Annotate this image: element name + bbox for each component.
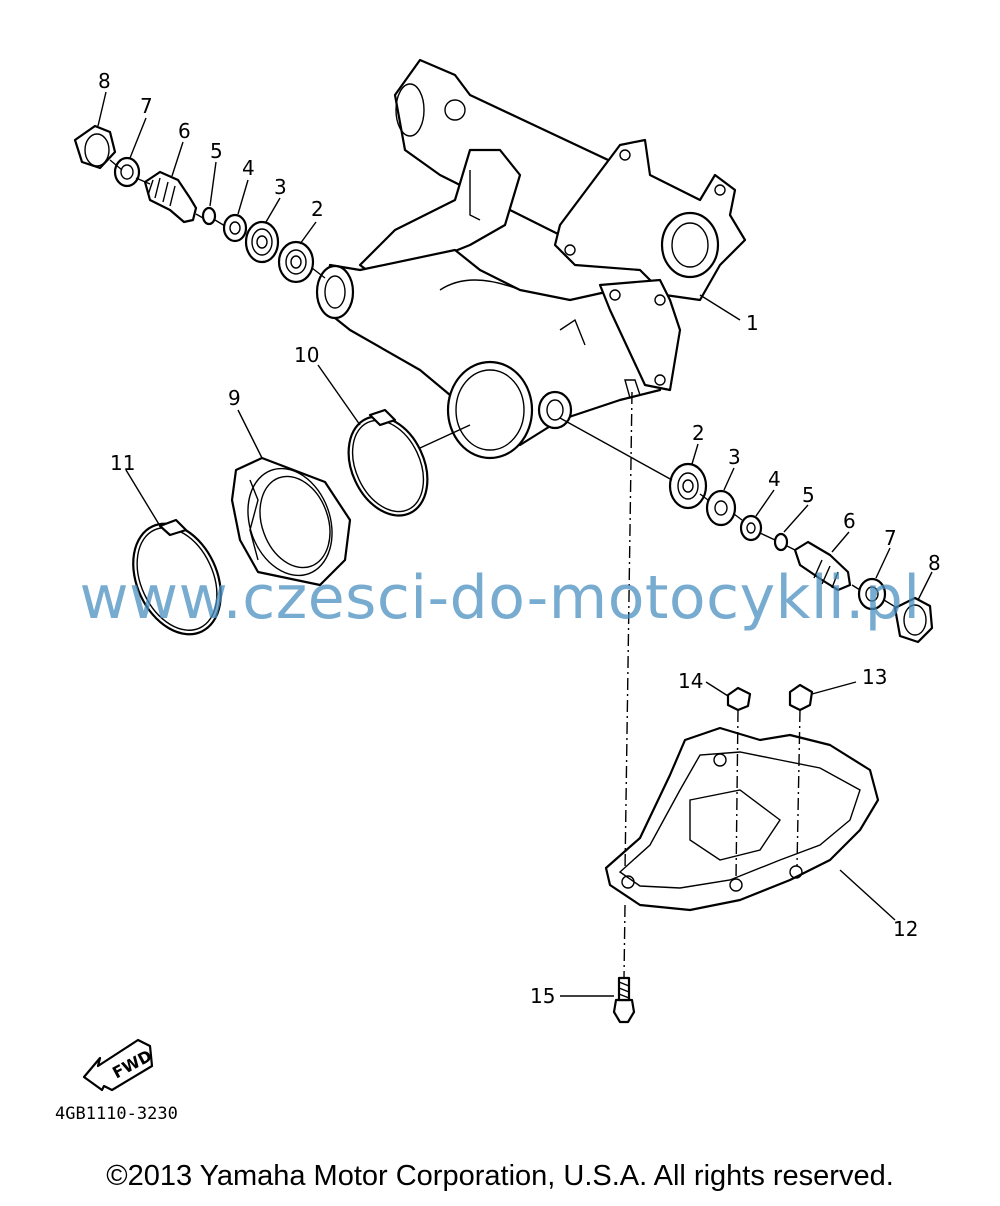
- nut-7-right: [857, 577, 887, 611]
- seal-3-right: [705, 489, 737, 527]
- band-10: [347, 408, 429, 517]
- leader-lines: [97, 91, 933, 997]
- callout-5-right: 5: [802, 483, 815, 507]
- bolt-15: [612, 976, 636, 1024]
- callout-6-right: 6: [843, 509, 856, 533]
- callout-2-right: 2: [692, 421, 705, 445]
- boot-9: [230, 456, 352, 587]
- washer-4-right: [739, 514, 763, 542]
- callout-5-left: 5: [210, 139, 223, 163]
- callout-1: 1: [746, 311, 759, 335]
- cap-8-left: [73, 124, 117, 170]
- callout-7-right: 7: [884, 526, 897, 550]
- bearing-2-right: [668, 462, 708, 510]
- seal-3-left: [244, 220, 280, 264]
- right-bearing-stack: [668, 462, 934, 644]
- o-ring-5-right: [773, 532, 789, 552]
- shaft-6-right: [793, 540, 852, 592]
- callout-3-right: 3: [728, 445, 741, 469]
- callout-2-left: 2: [311, 197, 324, 221]
- washer-4-left: [222, 213, 248, 243]
- callout-8-left: 8: [98, 69, 111, 93]
- callout-11: 11: [110, 451, 135, 475]
- copyright-notice: ©2013 Yamaha Motor Corporation, U.S.A. A…: [106, 1160, 894, 1192]
- fwd-arrow-icon: FWD: [82, 1038, 155, 1092]
- part-code: 4GB1110-3230: [55, 1104, 178, 1124]
- left-bearing-stack: [73, 124, 315, 284]
- callout-9: 9: [228, 386, 241, 410]
- callout-12: 12: [893, 917, 918, 941]
- callout-13: 13: [862, 665, 887, 689]
- nut-7-left: [113, 156, 141, 188]
- callout-4-right: 4: [768, 467, 781, 491]
- callout-14: 14: [678, 669, 703, 693]
- bearing-2-left: [277, 240, 315, 284]
- bolt-13: [788, 683, 814, 712]
- watermark-url: www.czesci-do-motocykli.pl: [79, 563, 921, 633]
- callout-7-left: 7: [140, 94, 153, 118]
- guard-12: [604, 726, 880, 912]
- callout-10: 10: [294, 343, 319, 367]
- callout-6-left: 6: [178, 119, 191, 143]
- swingarm-part: [315, 58, 747, 460]
- band-11: [132, 518, 222, 636]
- callout-3-left: 3: [274, 175, 287, 199]
- assembly-lines: [109, 159, 898, 979]
- callout-8-right: 8: [928, 551, 941, 575]
- cap-8-right: [893, 596, 934, 644]
- callout-labels: 8 7 6 5 4 3 2 1 10 9 11 2 3 4 5 6 7 8 14…: [98, 69, 941, 1008]
- bolt-14: [726, 686, 752, 712]
- callout-4-left: 4: [242, 156, 255, 180]
- shaft-6-left: [143, 170, 198, 224]
- callout-15: 15: [530, 984, 555, 1008]
- o-ring-5-left: [201, 206, 217, 226]
